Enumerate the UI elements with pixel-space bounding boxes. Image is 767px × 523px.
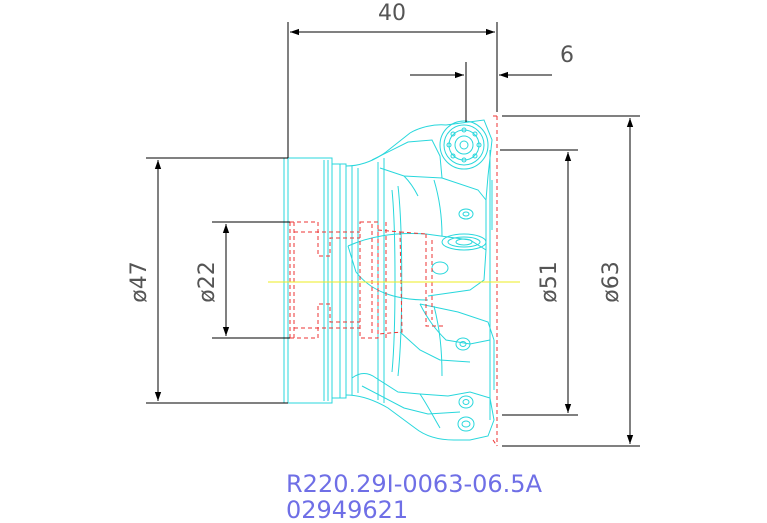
small-holes <box>431 208 475 432</box>
dim-dia-51: ø51 <box>537 261 562 302</box>
part-number: 02949621 <box>286 496 408 523</box>
insert-screw-top <box>439 120 489 170</box>
insert-screw-middle <box>441 233 487 251</box>
dim-dia-63: ø63 <box>599 261 624 302</box>
dimension-lines <box>146 22 640 447</box>
part-code: R220.29I-0063-06.5A <box>286 470 543 498</box>
tool-body-outline <box>283 119 495 441</box>
dim-offset-6: 6 <box>560 43 574 68</box>
dim-dia-22: ø22 <box>195 261 220 302</box>
dim-dia-47: ø47 <box>127 261 152 302</box>
dim-length-40: 40 <box>378 1 406 26</box>
